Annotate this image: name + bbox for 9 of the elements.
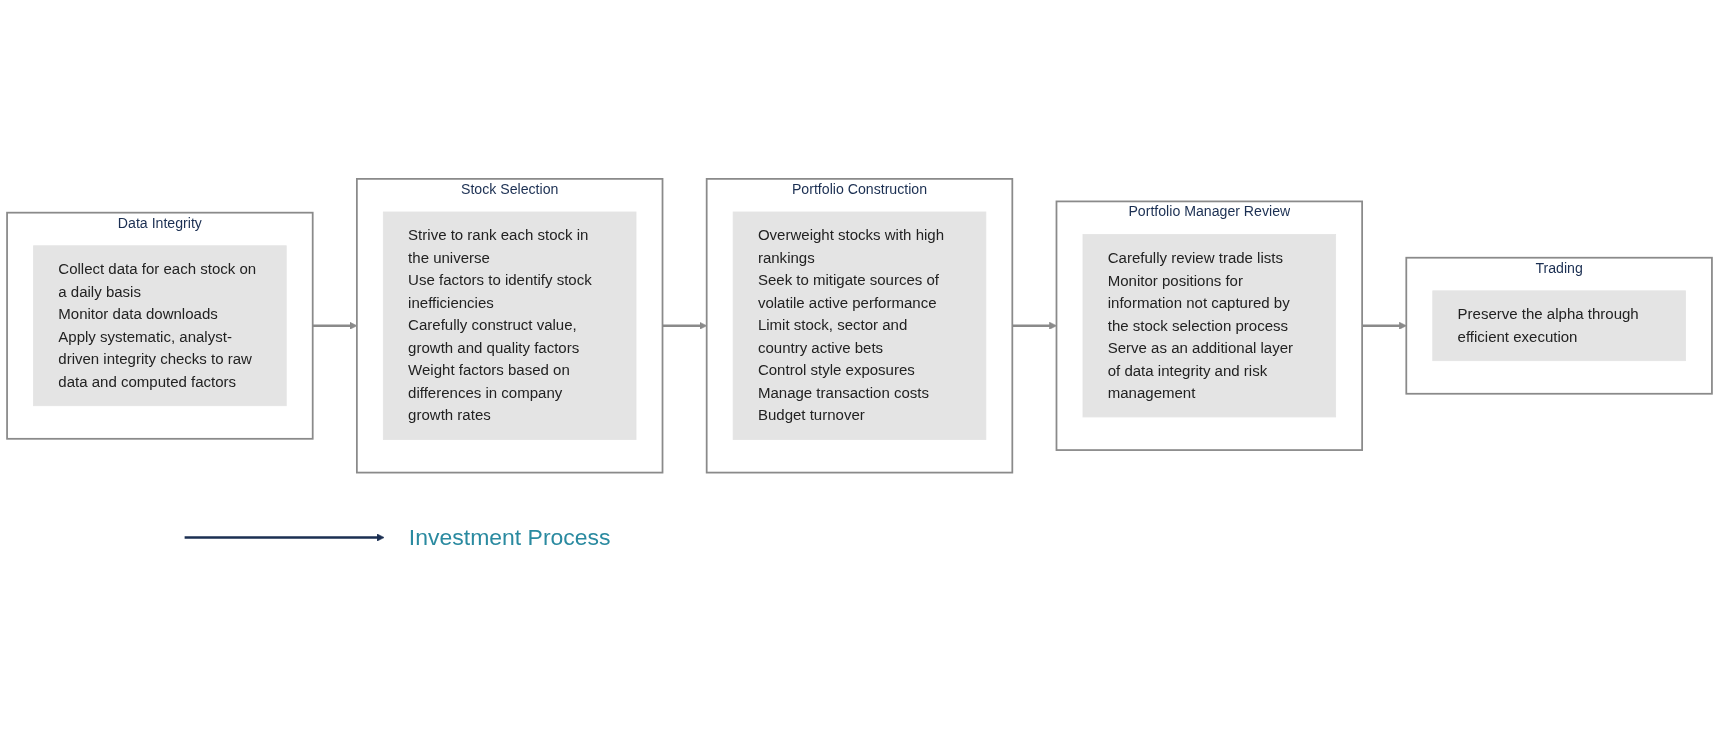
node-box: Preserve the alpha through efficient execution bbox=[1432, 290, 1686, 362]
arrow bbox=[184, 533, 385, 542]
node-box: Overweight stocks with high rankings Seek to mitigate sources of volatile active performance Limit stock, sector and country active bets Control style exposures Manage transaction costs Budget turnover bbox=[732, 211, 987, 440]
node-box: Carefully review trade lists Monitor positions for information not captured by the stock selection process Serve as an additional layer of data integrity and risk management bbox=[1082, 234, 1337, 418]
node-box: Collect data for each stock on a daily basis Monitor data downloads Apply systematic, analyst-driven integrity checks to raw data and computed factors bbox=[33, 245, 287, 407]
node-box: Strive to rank each stock in the universe Use factors to identify stock inefficiencies Carefully construct value, growth and quality factors Weight factors based on differences in company growth rates bbox=[382, 211, 637, 440]
arrow bbox=[1012, 321, 1057, 330]
node-text: Investment Process bbox=[408, 523, 611, 551]
arrow bbox=[1362, 321, 1407, 330]
